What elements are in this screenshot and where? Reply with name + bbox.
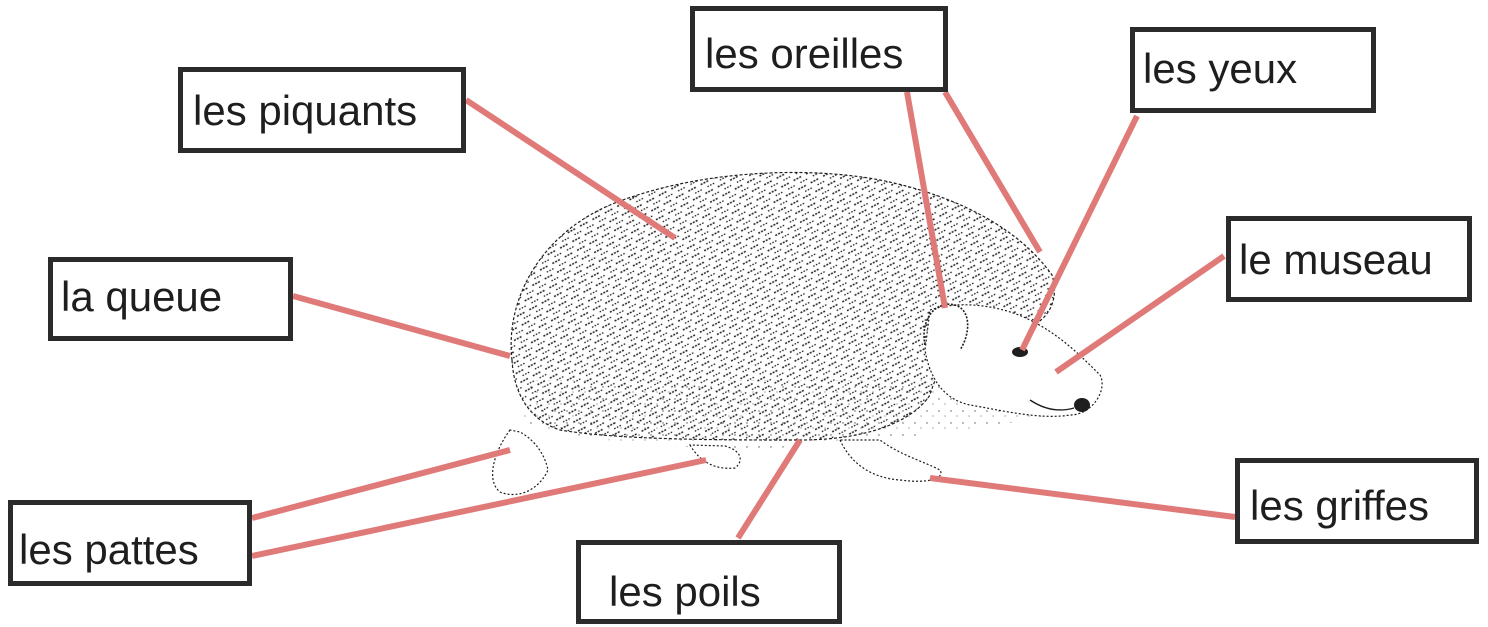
leader-line-griffes: [930, 478, 1235, 517]
label-les-poils: les poils: [576, 540, 842, 624]
hedgehog-nose: [1074, 398, 1090, 412]
leader-line-queue: [293, 296, 510, 356]
hedgehog-front-leg: [840, 440, 941, 481]
label-les-piquants: les piquants: [178, 67, 466, 153]
label-le-museau: le museau: [1226, 216, 1472, 302]
label-la-queue: la queue: [48, 257, 293, 341]
leader-line-poils: [738, 440, 800, 538]
leader-line-museau: [1056, 256, 1224, 372]
leader-line-yeux: [1022, 116, 1137, 350]
label-les-yeux: les yeux: [1130, 27, 1376, 113]
leader-line-piquants: [466, 100, 675, 238]
label-les-pattes: les pattes: [8, 500, 252, 586]
hedgehog-back-leg: [493, 430, 548, 495]
label-les-oreilles: les oreilles: [690, 6, 948, 92]
label-les-griffes: les griffes: [1235, 458, 1479, 544]
